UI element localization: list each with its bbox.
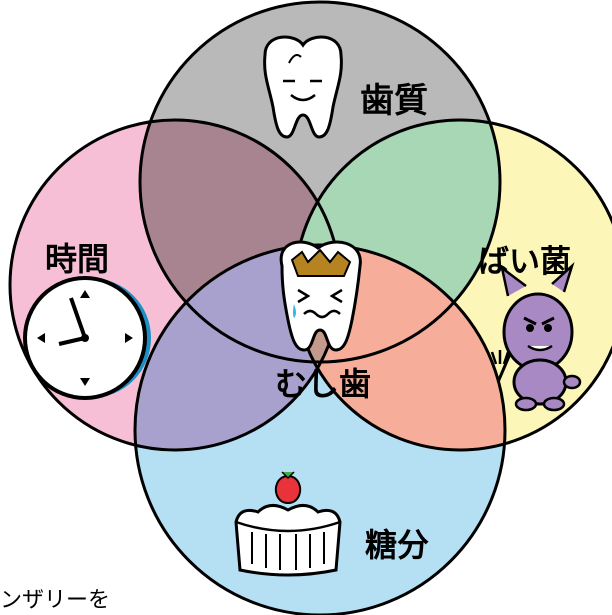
footer-caption: ンザリーを xyxy=(0,588,111,613)
label-time: 時間 xyxy=(45,240,109,278)
label-sugar: 糖分 xyxy=(365,526,429,564)
label-cavity: むし歯 xyxy=(275,365,371,403)
happy-tooth-icon xyxy=(263,35,343,139)
label-tooth-quality: 歯質 xyxy=(360,81,428,121)
label-bacteria: ばい菌 xyxy=(478,244,571,280)
overlap-quality-bacteria xyxy=(295,120,500,362)
overlap-quality-time xyxy=(140,120,340,362)
decayed-tooth-icon xyxy=(279,240,362,352)
clock-icon xyxy=(23,276,151,400)
cake-icon xyxy=(234,471,342,577)
devil-germ-icon xyxy=(490,262,582,412)
